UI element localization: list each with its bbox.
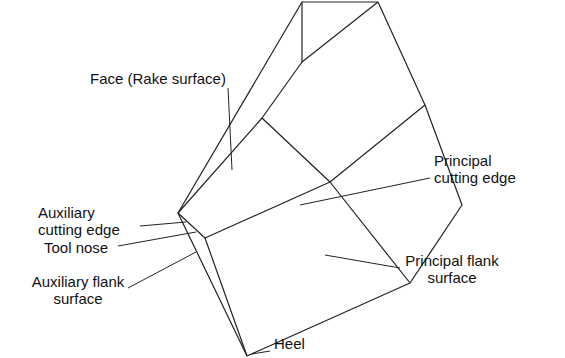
leader-line (140, 222, 186, 226)
leader-line (118, 232, 196, 246)
leader-line (300, 178, 430, 205)
leader-line (325, 255, 400, 268)
nose-edge (205, 238, 247, 356)
shank-edge (330, 105, 425, 182)
leader-line (252, 351, 270, 354)
edge-label: Principal cutting edge (434, 152, 534, 186)
shank-edge (262, 62, 302, 118)
leader-line (128, 252, 196, 288)
nose-label: Tool nose (44, 239, 108, 256)
heel-label: Heel (274, 335, 305, 352)
edge-label: Auxiliary cutting edge (38, 204, 138, 238)
face-label: Face (Rake surface) (90, 70, 226, 87)
flank-label: Auxiliary flank surface (30, 273, 126, 307)
tool-outline (178, 2, 462, 356)
shank-edge (302, 2, 378, 62)
rake-face (178, 118, 330, 238)
shank-edge (301, 2, 302, 62)
flank-label: Principal flank surface (404, 252, 500, 286)
leader-line (228, 88, 232, 170)
